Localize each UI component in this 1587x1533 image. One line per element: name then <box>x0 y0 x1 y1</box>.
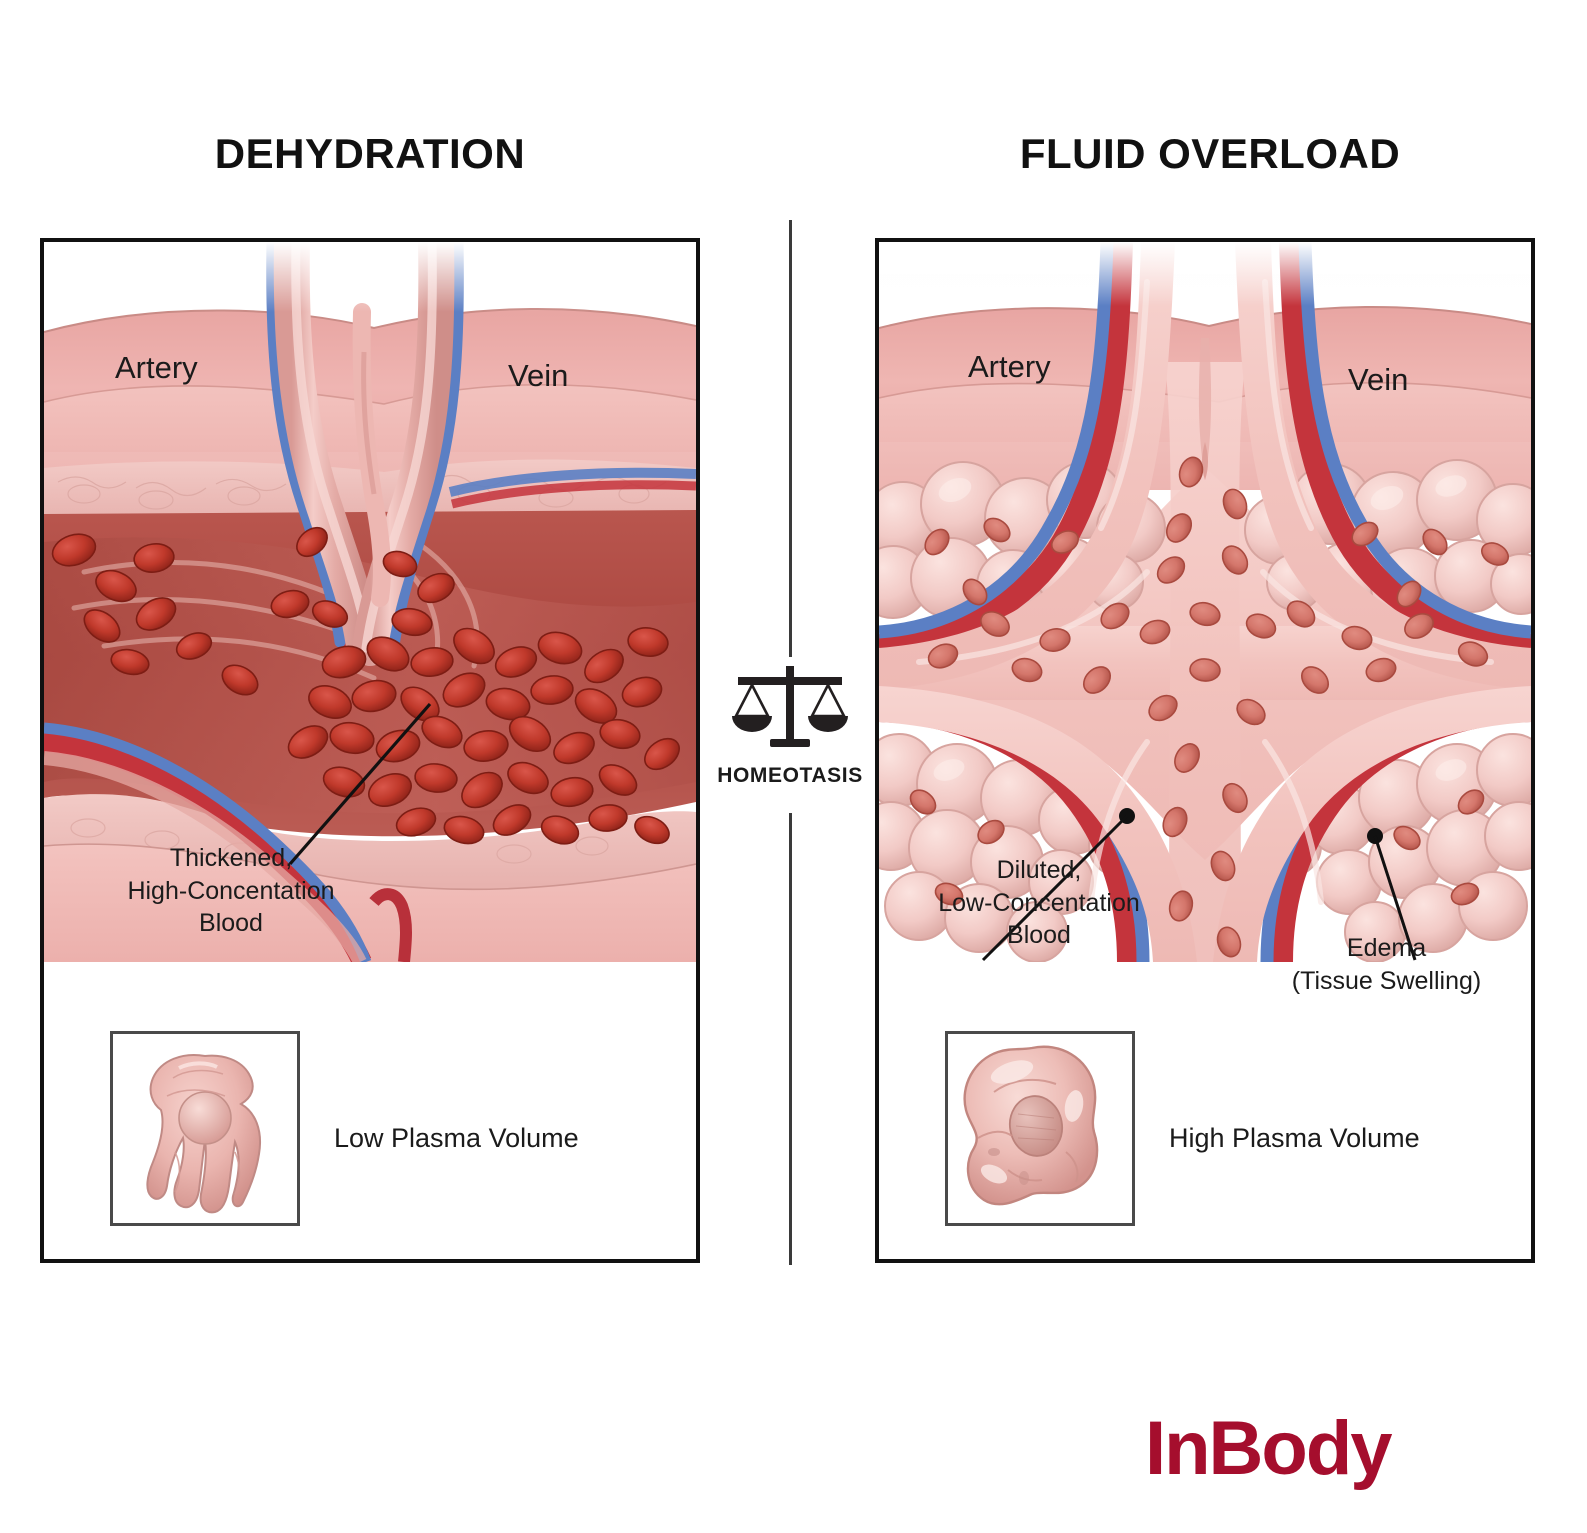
page-title-dehydration: DEHYDRATION <box>214 130 526 177</box>
vessel-label-artery-left: Artery <box>115 350 198 385</box>
vessel-label-artery-right: Artery <box>968 349 1051 384</box>
center-divider-bottom <box>789 813 792 1265</box>
vessel-label-vein-right: Vein <box>1348 362 1409 397</box>
inset-label-high-plasma-volume: High Plasma Volume <box>1169 1123 1420 1153</box>
inset-low-plasma-volume <box>110 1031 300 1226</box>
homeostasis-group: HOMEOTASIS <box>690 660 890 788</box>
inset-high-plasma-volume <box>945 1031 1135 1226</box>
shriveled-cell-icon <box>146 1054 261 1214</box>
inbody-logo: InBody <box>1145 1406 1393 1491</box>
swollen-cell-icon <box>963 1045 1099 1206</box>
inset-label-low-plasma-volume: Low Plasma Volume <box>334 1123 579 1153</box>
panel-fluid-overload: Diluted, Low-Concentation Blood Edema (T… <box>875 238 1535 1263</box>
center-divider-top <box>789 220 792 657</box>
balance-scale-icon <box>732 666 848 747</box>
page-title-fluid-overload: FLUID OVERLOAD <box>1019 130 1401 177</box>
dehydration-illustration <box>44 242 696 962</box>
vessel-label-vein-left: Vein <box>508 358 569 393</box>
fluid-overload-illustration <box>879 242 1531 962</box>
homeostasis-label: HOMEOTASIS <box>717 764 863 787</box>
panel-dehydration: Thickened, High-Concentation Blood <box>40 238 700 1263</box>
